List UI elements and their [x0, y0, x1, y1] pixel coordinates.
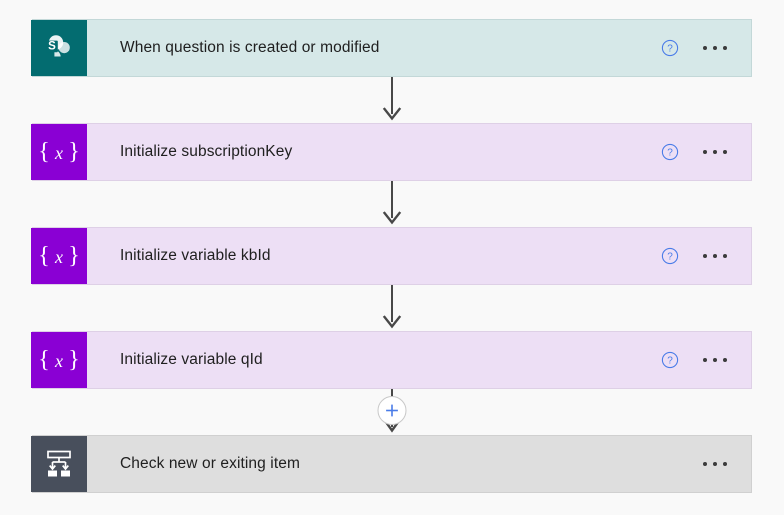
help-circle-icon[interactable]: ?: [661, 39, 679, 57]
more-options-icon[interactable]: [701, 40, 729, 56]
dot: [703, 254, 707, 258]
svg-text:}: }: [68, 243, 80, 269]
flow-card-trigger-sharepoint[interactable]: S When question is created or modified ?: [31, 19, 752, 77]
flow-card-initialize-variable-qid[interactable]: { } x Initialize variable qId ?: [31, 331, 752, 389]
help-circle-icon[interactable]: ?: [661, 351, 679, 369]
flow-card-actions: [701, 436, 751, 492]
flow-connector-2: [32, 181, 752, 227]
flow-card-initialize-subscriptionkey[interactable]: { x . { } x Initialize subscriptionKey ?: [31, 123, 752, 181]
svg-text:{: {: [38, 243, 50, 269]
svg-text:{: {: [38, 139, 50, 165]
svg-text:}: }: [68, 139, 80, 165]
flow-connector-1: [32, 77, 752, 123]
flow-connector-4: [32, 389, 752, 435]
more-options-icon[interactable]: [701, 144, 729, 160]
flow-card-title: Initialize subscriptionKey: [120, 143, 293, 160]
flow-card-check-new-or-exiting-item[interactable]: Check new or exiting item: [31, 435, 752, 493]
more-options-icon[interactable]: [701, 456, 729, 472]
flow-connector-3: [32, 285, 752, 331]
dot: [703, 462, 707, 466]
svg-text:?: ?: [667, 356, 673, 367]
dot: [703, 358, 707, 362]
flow-card-actions: ?: [661, 332, 751, 388]
dot: [713, 46, 717, 50]
variable-icon: { } x: [31, 332, 87, 388]
variable-icon: { } x: [31, 228, 87, 284]
arrow-down-icon: [379, 77, 405, 123]
svg-text:S: S: [48, 40, 56, 52]
svg-text:x: x: [54, 143, 63, 163]
flow-card-title: Initialize variable kbId: [120, 247, 271, 264]
flow-card-title: Initialize variable qId: [120, 351, 263, 368]
dot: [723, 254, 727, 258]
add-step-plus-icon[interactable]: [377, 396, 407, 425]
flow-card-actions: ?: [661, 20, 751, 76]
dot: [713, 358, 717, 362]
svg-text:}: }: [68, 347, 80, 373]
arrow-down-icon: [379, 181, 405, 227]
condition-icon: [31, 436, 87, 492]
flow-card-title: Check new or exiting item: [120, 455, 300, 472]
flow-card-actions: ?: [661, 228, 751, 284]
dot: [713, 462, 717, 466]
svg-text:{: {: [38, 347, 50, 373]
dot: [703, 150, 707, 154]
dot: [703, 46, 707, 50]
help-circle-icon[interactable]: ?: [661, 247, 679, 265]
svg-text:?: ?: [667, 44, 673, 55]
flow-card-actions: ?: [661, 124, 751, 180]
more-options-icon[interactable]: [701, 248, 729, 264]
dot: [723, 358, 727, 362]
svg-text:x: x: [54, 247, 63, 267]
flow-card-initialize-variable-kbid[interactable]: { } x Initialize variable kbId ?: [31, 227, 752, 285]
svg-text:?: ?: [667, 252, 673, 263]
dot: [713, 254, 717, 258]
dot: [723, 46, 727, 50]
more-options-icon[interactable]: [701, 352, 729, 368]
svg-text:x: x: [54, 351, 63, 371]
variable-icon: { x . { } x: [31, 124, 87, 180]
help-circle-icon[interactable]: ?: [661, 143, 679, 161]
dot: [723, 150, 727, 154]
dot: [723, 462, 727, 466]
dot: [713, 150, 717, 154]
sharepoint-icon: S: [31, 20, 87, 76]
arrow-down-icon: [379, 285, 405, 331]
svg-text:?: ?: [667, 148, 673, 159]
flow-card-title: When question is created or modified: [120, 39, 380, 56]
flow-node-list: S When question is created or modified ?: [31, 19, 752, 493]
